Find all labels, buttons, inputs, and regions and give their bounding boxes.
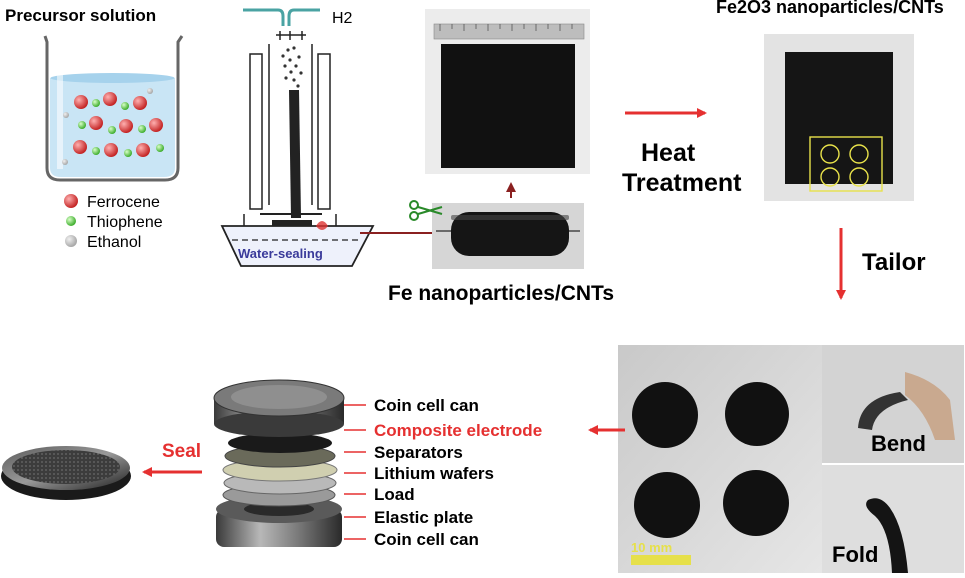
part-label-elastic-plate: Elastic plate — [374, 508, 473, 527]
ethanol-molecule — [62, 159, 68, 165]
tailor-circle — [849, 144, 869, 164]
tailor-circle — [820, 167, 840, 187]
cnt-sock — [289, 90, 301, 218]
thiophene-molecule — [138, 125, 146, 133]
thiophene-molecule — [121, 102, 129, 110]
bent-electrode — [858, 392, 908, 430]
legend-label-thiophene: Thiophene — [87, 214, 163, 231]
part-label-load: Load — [374, 485, 415, 504]
fe-nanoparticles-label: Fe nanoparticles/CNTs — [388, 282, 614, 305]
cnt-roll — [451, 212, 569, 256]
cnt-film-photo — [425, 9, 590, 174]
fold-label: Fold — [832, 542, 878, 567]
ferrocene-molecule — [89, 116, 103, 130]
fe2o3-nanoparticles-label: Fe2O3 nanoparticles/CNTs — [716, 0, 944, 17]
beaker — [43, 35, 184, 182]
part-label-separators: Separators — [374, 443, 463, 462]
ferrocene-molecule — [103, 92, 117, 106]
catalyst-spray — [281, 46, 303, 88]
part-label-coin-cell-can-top: Coin cell can — [374, 396, 479, 415]
h2-label: H2 — [332, 10, 353, 27]
thiophene-molecule — [78, 121, 86, 129]
electrode-disc — [632, 382, 698, 448]
ferrocene-molecule — [104, 143, 118, 157]
ferrocene-molecule — [133, 96, 147, 110]
coin-cell-leader-lines — [344, 404, 366, 540]
electrode-discs-photo: 10 mm — [618, 345, 822, 573]
thiophene-molecule — [124, 149, 132, 157]
coin-cell-part-labels: Coin cell can Composite electrode Separa… — [374, 396, 542, 549]
beaker-molecules — [62, 88, 164, 165]
legend-swatch-ferrocene — [64, 194, 78, 208]
ethanol-molecule — [147, 88, 153, 94]
cnt-roller-photo — [432, 203, 584, 269]
bend-photo: Bend — [822, 345, 964, 463]
tailor-circle — [849, 167, 869, 187]
scale-bar-label: 10 mm — [631, 540, 672, 555]
heat-label: Heat — [641, 139, 696, 167]
coin-cell-stack — [213, 379, 345, 547]
tailor-circle — [820, 144, 840, 164]
water-sealing-label: Water-sealing — [238, 246, 323, 261]
cnt-film — [441, 44, 575, 168]
thiophene-molecule — [92, 99, 100, 107]
fe2o3-film-photo — [764, 34, 914, 201]
ethanol-molecule — [63, 112, 69, 118]
bend-label: Bend — [871, 431, 926, 456]
part-label-composite-electrode: Composite electrode — [374, 421, 542, 440]
legend-label-ethanol: Ethanol — [87, 234, 141, 251]
part-label-coin-cell-can-bottom: Coin cell can — [374, 530, 479, 549]
seal-label: Seal — [162, 441, 201, 462]
thiophene-molecule — [92, 147, 100, 155]
thiophene-molecule — [108, 126, 116, 134]
scissors-icon — [409, 200, 443, 221]
legend-label-ferrocene: Ferrocene — [87, 194, 160, 211]
part-label-lithium-wafers: Lithium wafers — [374, 464, 494, 483]
legend-swatch-ethanol — [65, 235, 77, 247]
thiophene-molecule — [156, 144, 164, 152]
ferrocene-molecule — [119, 119, 133, 133]
scale-bar — [631, 555, 691, 565]
ferrocene-molecule — [74, 95, 88, 109]
fold-photo: Fold — [822, 465, 964, 573]
legend-swatch-thiophene — [66, 216, 76, 226]
tailor-label: Tailor — [862, 249, 926, 276]
molecule-legend: Ferrocene Thiophene Ethanol — [64, 194, 163, 251]
sealed-coin-cell — [1, 446, 131, 500]
ferrocene-molecule — [73, 140, 87, 154]
electrode-disc — [725, 382, 789, 446]
folded-electrode — [866, 498, 908, 573]
treatment-label: Treatment — [622, 169, 742, 197]
tailor-outline-box — [809, 136, 883, 192]
gas-inlet-pipe — [243, 8, 320, 26]
electrode-disc — [634, 472, 700, 538]
ferrocene-molecule — [149, 118, 163, 132]
fe2o3-film — [785, 52, 893, 184]
ferrocene-molecule — [136, 143, 150, 157]
electrode-disc — [723, 470, 789, 536]
cvd-furnace: H2 Water-sealing — [220, 8, 375, 267]
stack-composite-electrode — [228, 433, 332, 453]
precursor-solution-label: Precursor solution — [5, 6, 156, 25]
